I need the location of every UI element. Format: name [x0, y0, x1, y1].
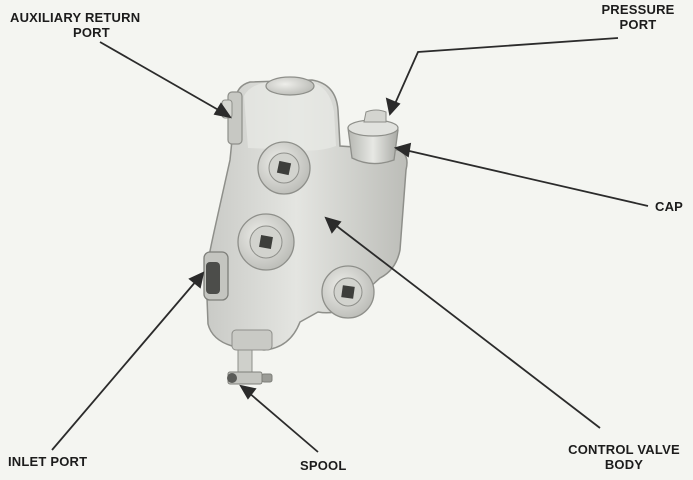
control-valve-body-label: CONTROL VALVE BODY	[554, 442, 693, 472]
leader-lines	[51, 37, 649, 453]
pressure-port-label-line2: PORT	[619, 17, 657, 32]
auxiliary-return-port-label: AUXILIARY RETURN PORT	[10, 10, 140, 40]
cap	[347, 109, 399, 165]
auxiliary-return-port-label-line1: AUXILIARY RETURN	[10, 10, 141, 25]
auxiliary-return-port-label-line2: PORT	[73, 25, 110, 40]
control-valve-body-label-line2: BODY	[604, 457, 644, 472]
pressure-port-label-line1: PRESSURE	[601, 2, 675, 17]
control-valve-body-label-line1: CONTROL VALVE	[568, 442, 680, 457]
cap-label: CAP	[655, 199, 684, 214]
pressure-port-label: PRESSURE PORT	[600, 2, 676, 32]
spool	[227, 349, 273, 385]
spool-label: SPOOL	[300, 458, 347, 473]
bolt-heads	[237, 141, 375, 319]
inlet-port-label: INLET PORT	[8, 454, 88, 469]
